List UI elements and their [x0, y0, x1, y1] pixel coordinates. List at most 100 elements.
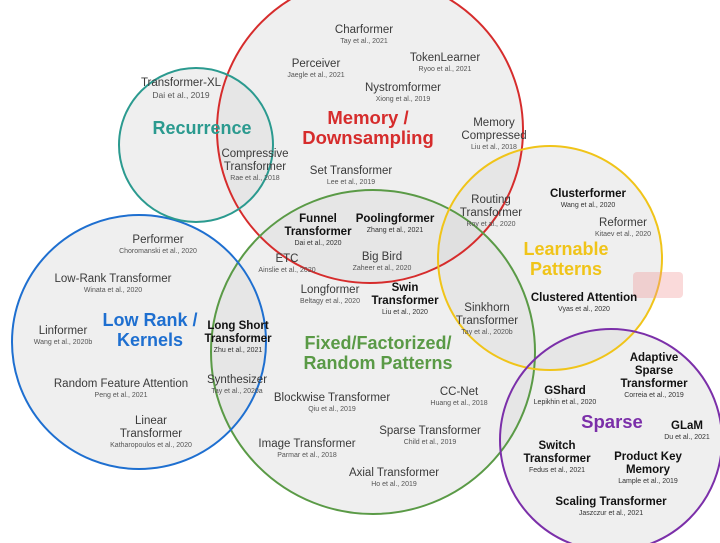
memory-circle-fill: [217, 0, 523, 283]
model-image-transformer: Image Transformer Parmar et al., 2018: [258, 438, 355, 460]
model-name: Perceiver: [291, 58, 341, 70]
model-name-line-1: Adaptive: [629, 352, 679, 364]
model-citation: Lee et al., 2019: [326, 178, 376, 186]
model-citation: Tay et al., 2020a: [211, 387, 263, 395]
model-performer: Performer Choromanski et al., 2020: [119, 234, 197, 256]
model-name: Performer: [132, 234, 184, 246]
model-citation: Zhu et al., 2021: [213, 346, 263, 354]
model-citation: Tay et al., 2020b: [461, 328, 513, 336]
model-big-bird: Big Bird Zaheer et al., 2020: [353, 251, 412, 273]
model-citation: Child et al., 2019: [403, 438, 457, 446]
model-citation: Tay et al., 2021: [340, 37, 388, 45]
model-citation: Katharopoulos et al., 2020: [110, 441, 192, 449]
model-name: Image Transformer: [258, 438, 356, 450]
model-compressive-transformer: Compressive Transformer Rae et al., 2018: [221, 148, 288, 183]
learnable-label-line-1: Learnable: [523, 239, 609, 259]
model-name: Set Transformer: [309, 165, 393, 177]
recurrence-circle-fill: [119, 68, 273, 222]
model-name-line-2: Compressed: [461, 129, 527, 142]
fixed-circle-fill: [211, 190, 535, 514]
memory-label-line-1: Memory /: [327, 107, 409, 128]
model-name: Big Bird: [361, 251, 403, 263]
model-name: Nystromformer: [364, 82, 442, 94]
model-name-line-1: Compressive: [221, 148, 289, 160]
model-name-line-1: Funnel: [299, 213, 337, 225]
model-name-line-2: Transformer: [119, 427, 183, 440]
model-citation: Ainslie et al., 2020: [258, 266, 316, 274]
model-citation: Du et al., 2021: [664, 433, 710, 441]
category-label-low-rank: Low Rank / Kernels: [102, 310, 198, 351]
low-rank-label-line-1: Low Rank /: [102, 310, 198, 330]
fixed-label-line-2: Random Patterns: [303, 352, 453, 373]
sparse-circle-fill: [500, 329, 720, 543]
model-name: GLaM: [671, 420, 703, 432]
model-glam: GLaM Du et al., 2021: [664, 420, 710, 442]
model-name: Axial Transformer: [348, 467, 440, 479]
model-name-line-2: Transformer: [223, 160, 287, 173]
model-citation: Vyas et al., 2020: [558, 305, 610, 313]
category-label-sparse: Sparse: [581, 411, 643, 432]
model-name: Clustered Attention: [530, 292, 638, 304]
model-clusterformer: Clusterformer Wang et al., 2020: [550, 188, 626, 210]
model-set-transformer: Set Transformer Lee et al., 2019: [310, 165, 392, 187]
model-citation: Qiu et al., 2019: [308, 405, 356, 413]
circle-outlines: [11, 0, 720, 543]
model-citation: Lepikhin et al., 2020: [533, 398, 597, 406]
category-label-fixed: Fixed/Factorized/ Random Patterns: [303, 333, 453, 374]
model-poolingformer: Poolingformer Zhang et al., 2021: [356, 213, 435, 235]
model-name-line-1: Switch: [538, 440, 576, 452]
model-name-line-1: Swin: [391, 282, 419, 294]
model-citation: Xiong et al., 2019: [375, 95, 431, 103]
model-linear-transformer: Linear Transformer Katharopoulos et al.,…: [110, 415, 192, 450]
learnable-circle-fill: [438, 146, 662, 370]
model-name-line-3: Transformer: [620, 377, 688, 390]
model-citation: Lample et al., 2019: [618, 477, 678, 485]
model-product-key-memory: Product Key Memory Lample et al., 2019: [614, 451, 682, 486]
model-name: Poolingformer: [355, 213, 435, 225]
model-name-line-1: Routing: [471, 194, 511, 206]
recurrence-circle: [118, 67, 274, 223]
model-adaptive-sparse-transformer: Adaptive Sparse Transformer Correia et a…: [620, 352, 687, 399]
model-name-line-2: Sparse: [634, 364, 674, 377]
watermark-badge: [633, 272, 683, 298]
model-citation: Correia et al., 2019: [624, 391, 684, 399]
model-routing-transformer: Routing Transformer Roy et al., 2020: [460, 194, 522, 229]
model-random-feature-attention: Random Feature Attention Peng et al., 20…: [54, 378, 188, 400]
model-long-short-transformer: Long Short Transformer Zhu et al., 2021: [204, 320, 271, 355]
model-citation: Roy et al., 2020: [466, 220, 516, 228]
model-transformer-xl: Transformer-XL Dai et al., 2019: [141, 77, 221, 100]
model-name-line-2: Transformer: [523, 452, 591, 465]
model-name-line-2: Transformer: [459, 206, 523, 219]
model-name: GShard: [544, 385, 586, 397]
model-citation: Peng et al., 2021: [94, 391, 148, 399]
model-name: Linformer: [38, 325, 88, 337]
model-sinkhorn-transformer: Sinkhorn Transformer Tay et al., 2020b: [456, 302, 518, 337]
model-name: Clusterformer: [549, 188, 627, 200]
fixed-label-line-1: Fixed/Factorized/: [304, 333, 452, 353]
model-citation: Huang et al., 2018: [430, 399, 488, 407]
model-name: Low-Rank Transformer: [54, 273, 172, 285]
model-swin-transformer: Swin Transformer Liu et al., 2020: [371, 282, 438, 317]
model-citation: Ho et al., 2019: [371, 480, 417, 488]
model-sparse-transformer: Sparse Transformer Child et al., 2019: [379, 425, 481, 447]
category-label-learnable: Learnable Patterns: [523, 239, 609, 280]
model-reformer: Reformer Kitaev et al., 2020: [595, 217, 651, 239]
model-blockwise-transformer: Blockwise Transformer Qiu et al., 2019: [274, 392, 390, 414]
fixed-circle: [210, 189, 536, 515]
model-citation: Dai et al., 2019: [152, 89, 210, 100]
model-citation: Fedus et al., 2021: [528, 466, 586, 474]
model-name: Reformer: [599, 217, 647, 229]
model-name-line-1: Linear: [135, 415, 167, 427]
model-citation: Jaszczur et al., 2021: [578, 509, 644, 517]
model-citation: Rae et al., 2018: [230, 174, 280, 182]
low-rank-circle-fill: [12, 215, 266, 469]
model-name: Charformer: [334, 24, 394, 36]
model-name-line-2: Transformer: [204, 332, 272, 345]
memory-label-line-2: Downsampling: [302, 127, 434, 149]
model-linformer: Linformer Wang et al., 2020b: [34, 325, 93, 347]
learnable-circle: [437, 145, 663, 371]
model-name-line-1: Sinkhorn: [464, 302, 510, 314]
model-citation: Kitaev et al., 2020: [594, 230, 652, 238]
model-name-line-2: Transformer: [371, 294, 439, 307]
